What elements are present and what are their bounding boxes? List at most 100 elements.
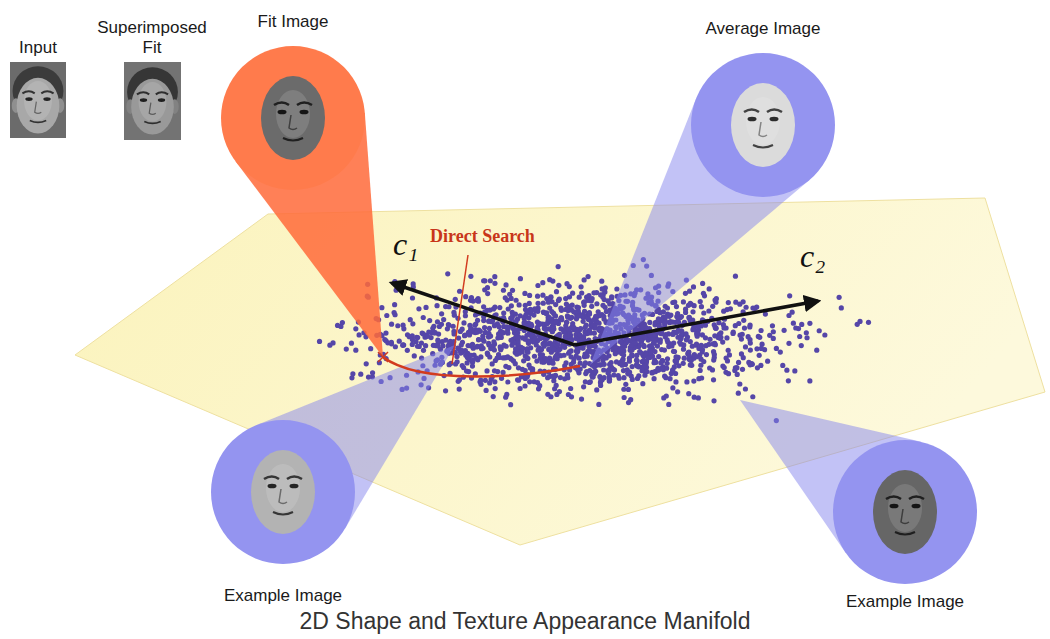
data-point [691, 379, 696, 384]
data-point [582, 329, 587, 334]
data-point [746, 334, 751, 339]
face [261, 76, 325, 160]
data-point [724, 307, 729, 312]
data-point [556, 298, 561, 303]
data-point [855, 322, 860, 327]
face-highlight [276, 90, 310, 138]
data-point [667, 376, 672, 381]
data-point [469, 295, 474, 300]
data-point [414, 339, 419, 344]
data-point [592, 331, 597, 336]
balloon-disc [831, 438, 979, 586]
brows [22, 91, 53, 93]
data-point [505, 331, 510, 336]
brows [274, 103, 312, 106]
data-point [522, 291, 527, 296]
data-point [683, 307, 688, 312]
face-photo [124, 62, 181, 140]
data-point [434, 303, 439, 308]
data-point [496, 324, 501, 329]
data-point [721, 325, 726, 330]
data-point [691, 284, 696, 289]
data-point [457, 289, 462, 294]
data-point [743, 305, 748, 310]
data-point [611, 372, 616, 377]
data-point [635, 363, 640, 368]
data-point [423, 305, 428, 310]
data-point [630, 364, 635, 369]
data-point [435, 338, 440, 343]
data-point [529, 333, 534, 338]
data-point [579, 396, 584, 401]
data-point [739, 337, 744, 342]
data-point [866, 320, 871, 325]
balloon-disc [209, 418, 357, 566]
data-point [656, 316, 661, 321]
data-point [471, 358, 476, 363]
data-point [672, 299, 677, 304]
eye [890, 504, 899, 509]
data-point [670, 367, 675, 372]
axis-arrow [392, 283, 575, 345]
data-point [520, 367, 525, 372]
data-point [513, 298, 518, 303]
data-point [687, 289, 692, 294]
nose [759, 122, 767, 137]
data-point [554, 289, 559, 294]
data-point [531, 312, 536, 317]
data-point [541, 301, 546, 306]
data-point [607, 362, 612, 367]
data-point [707, 286, 712, 291]
data-point [446, 322, 451, 327]
data-point [621, 368, 626, 373]
data-point [518, 386, 523, 391]
data-point [471, 346, 476, 351]
data-point [482, 325, 487, 330]
data-point [437, 324, 442, 329]
callout-balloon: Fit Image [219, 12, 367, 192]
data-point [485, 351, 490, 356]
data-point [544, 311, 549, 316]
data-point [807, 378, 812, 383]
photo-ground [10, 62, 66, 138]
eye [300, 110, 309, 115]
balloon-disc [219, 44, 367, 192]
data-point [584, 353, 589, 358]
data-point [668, 341, 673, 346]
data-point [676, 328, 681, 333]
brows [886, 497, 924, 500]
data-point [804, 330, 809, 335]
data-point [358, 372, 363, 377]
data-point [532, 354, 537, 359]
data-point [472, 323, 477, 328]
data-point [548, 394, 553, 399]
data-point [394, 288, 399, 293]
data-point [647, 343, 652, 348]
data-point [611, 367, 616, 372]
data-point [558, 306, 563, 311]
face [731, 83, 795, 167]
data-point [726, 300, 731, 305]
data-point [678, 342, 683, 347]
mouth [895, 532, 915, 535]
data-point [510, 315, 515, 320]
data-point [758, 328, 763, 333]
data-point [799, 343, 804, 348]
data-point [635, 376, 640, 381]
data-point [439, 311, 444, 316]
data-point [642, 363, 647, 368]
data-point [370, 370, 375, 375]
data-point [790, 310, 795, 315]
data-point [584, 369, 589, 374]
brows [136, 92, 167, 94]
data-point [564, 320, 569, 325]
data-point [799, 322, 804, 327]
data-point [670, 368, 675, 373]
data-point [706, 308, 711, 313]
data-point [638, 338, 643, 343]
data-point [747, 324, 752, 329]
face [131, 79, 174, 135]
data-point [770, 323, 775, 328]
data-point [640, 381, 645, 386]
photo-ground [124, 62, 181, 140]
